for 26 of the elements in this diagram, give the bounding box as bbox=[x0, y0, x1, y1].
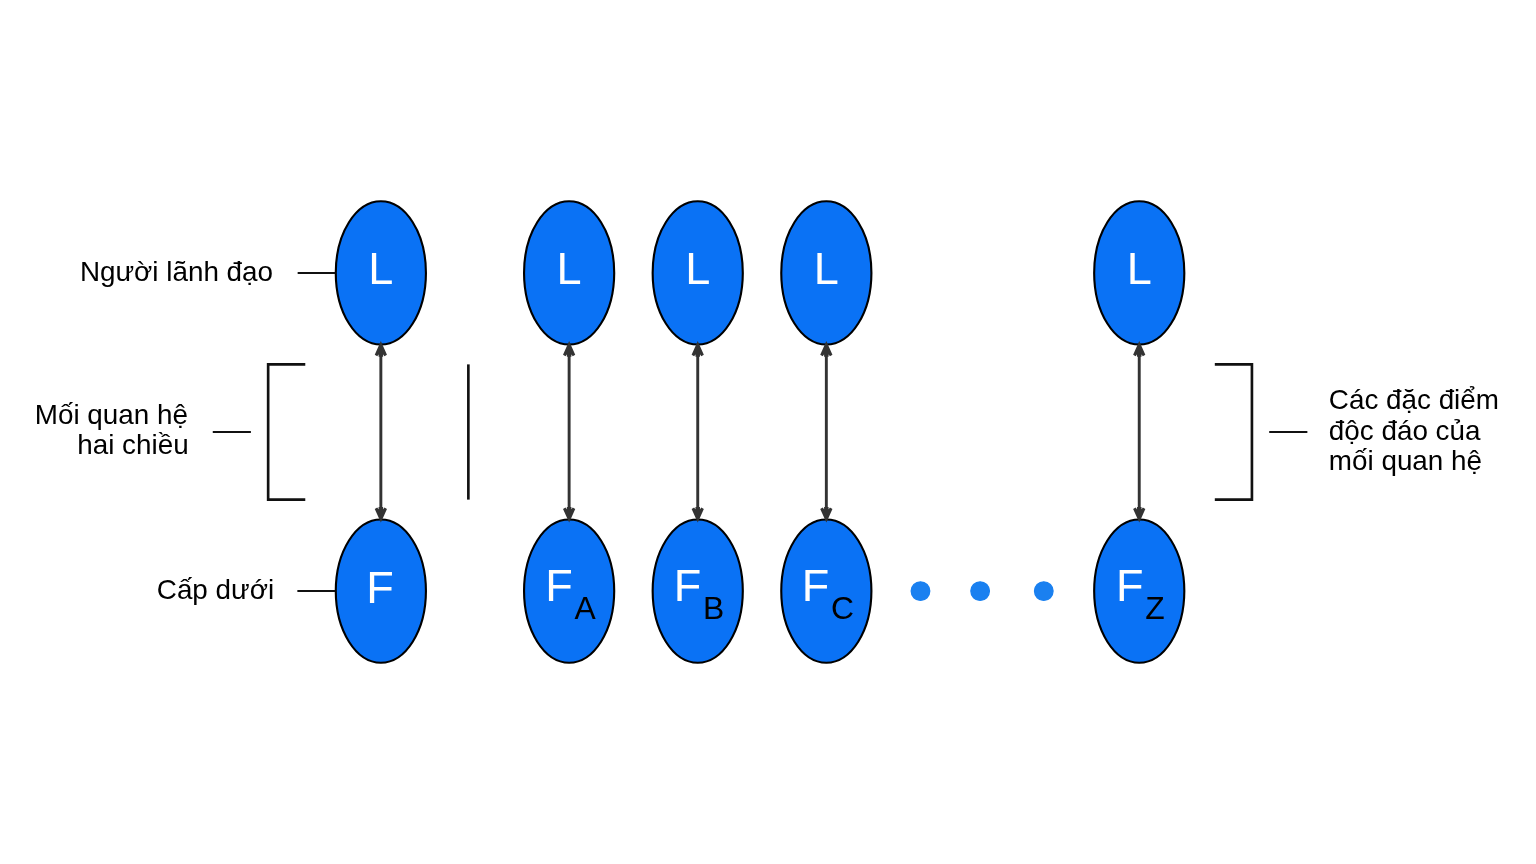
arrow bbox=[691, 343, 704, 521]
arrow bbox=[820, 343, 833, 521]
arrow bbox=[562, 343, 576, 521]
connector bbox=[296, 271, 337, 274]
node-circle bbox=[910, 581, 931, 602]
node-text: Các đặc điểm độc đáo của mối quan hệ bbox=[1328, 384, 1499, 477]
node-ellipse: L bbox=[1093, 200, 1186, 346]
connector bbox=[1268, 431, 1309, 433]
connector bbox=[211, 431, 252, 433]
node-ellipse: F$_{C}$ bbox=[780, 518, 873, 664]
arrow bbox=[1133, 343, 1146, 521]
node-ellipse: L bbox=[651, 200, 744, 346]
node-ellipse: F$_{A}$ bbox=[523, 518, 616, 664]
node-text: Cấp dưới bbox=[156, 573, 275, 605]
node-ellipse: F bbox=[334, 518, 427, 664]
node-ellipse: L bbox=[523, 200, 616, 346]
arrow bbox=[374, 343, 388, 521]
node-ellipse: L bbox=[334, 200, 427, 346]
connector bbox=[296, 590, 337, 593]
node-circle bbox=[1033, 581, 1054, 602]
node-ellipse: F$_{B}$ bbox=[651, 518, 744, 664]
node-ellipse: F$_{Z}$ bbox=[1093, 518, 1186, 664]
node-text: Người lãnh đạo bbox=[79, 255, 274, 287]
node-ellipse: L bbox=[780, 200, 873, 346]
node-circle bbox=[970, 581, 991, 602]
node-text: Mối quan hệ hai chiều bbox=[34, 398, 189, 461]
